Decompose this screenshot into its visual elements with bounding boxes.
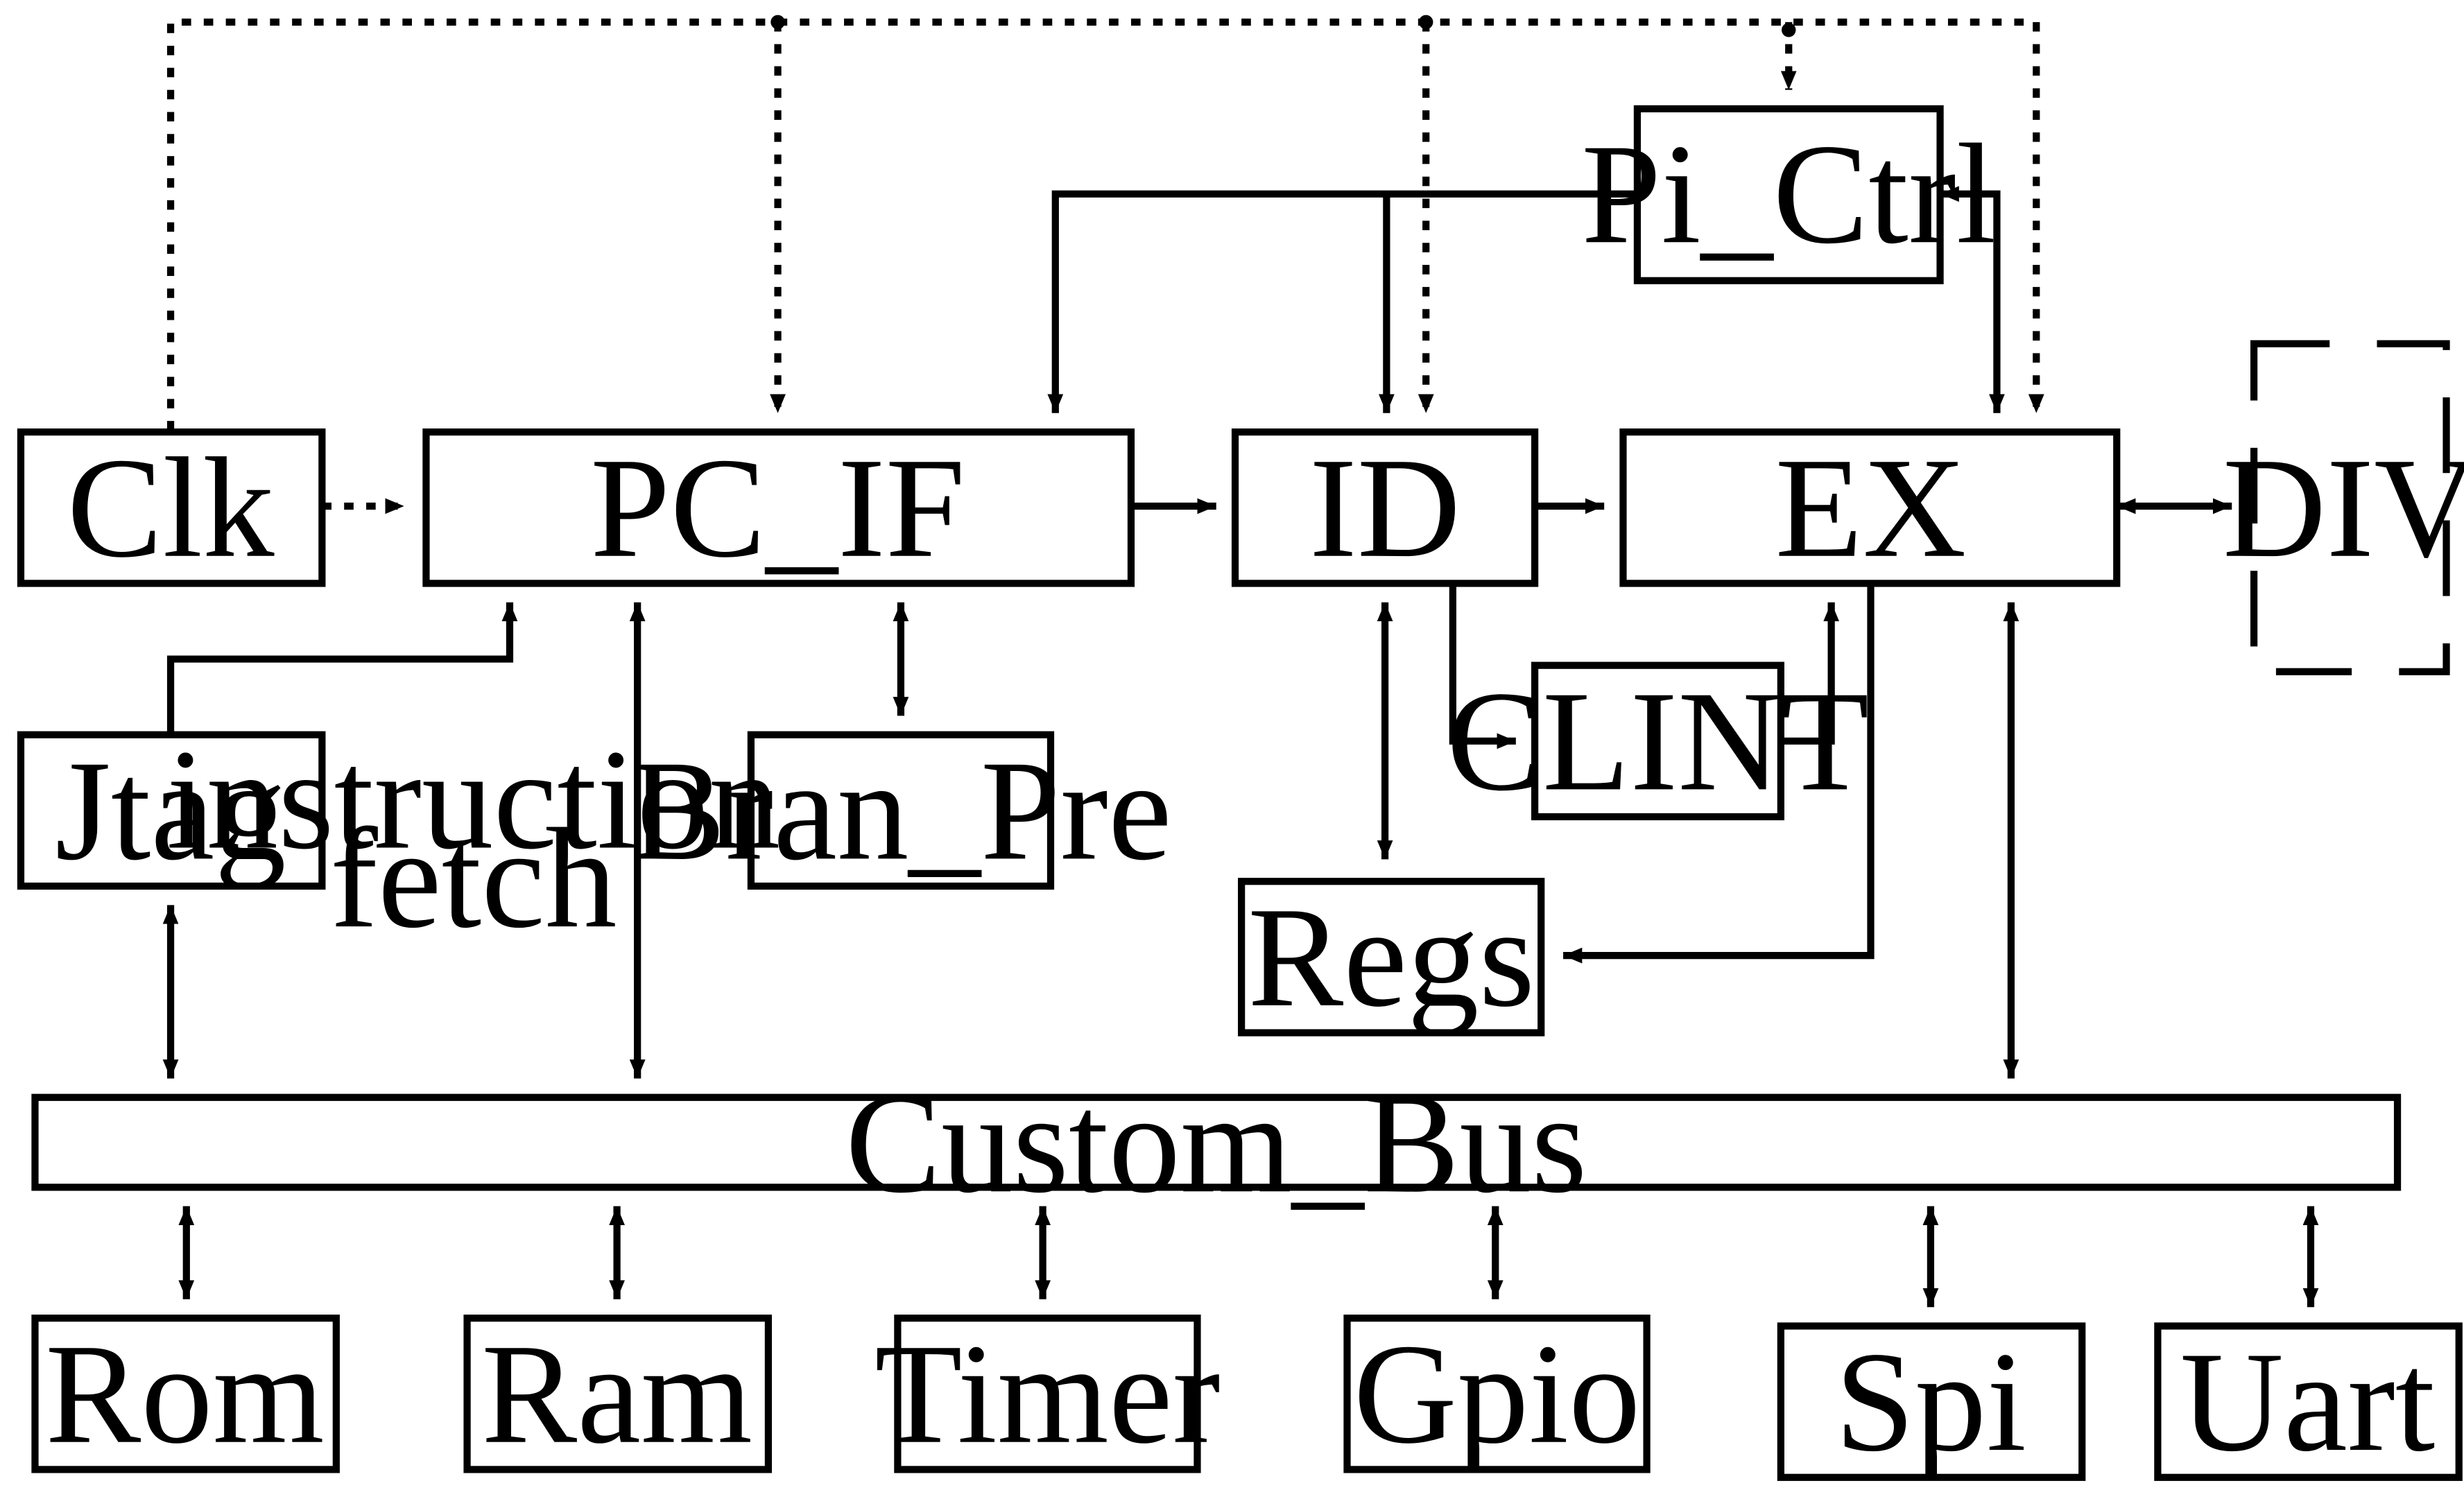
- block-clk: Clk: [17, 428, 326, 587]
- instruction-fetch-annotation: instruction fetch: [166, 720, 780, 958]
- block-label: CLINT: [1447, 661, 1869, 820]
- pi-ctrl-wires: [1047, 186, 2005, 413]
- block-label: Gpio: [1354, 1315, 1641, 1473]
- block-label: PC_IF: [590, 428, 965, 587]
- peripheral-wires: [178, 1206, 2319, 1308]
- block-clint: CLINT: [1447, 661, 1869, 820]
- block-label: DIV: [2223, 428, 2464, 587]
- block-label: EX: [1775, 428, 1967, 587]
- block-label: Pi_Ctrl: [1581, 114, 1996, 273]
- block-jtag: Jtag: [17, 731, 326, 890]
- block-label: Regs: [1248, 878, 1535, 1037]
- block-id: ID: [1231, 428, 1539, 587]
- core-wires: [162, 583, 2019, 1079]
- block-label: Clk: [67, 428, 275, 587]
- block-label: Spi: [1835, 1322, 2026, 1481]
- block-ex: EX: [1619, 428, 2121, 587]
- block-pc-if: PC_IF: [422, 428, 1135, 587]
- block-label: Rom: [45, 1315, 324, 1473]
- block-timer: Timer: [875, 1315, 1220, 1473]
- clock-lines: [166, 15, 2044, 514]
- block-label: Custom_Bus: [845, 1064, 1587, 1222]
- block-gpio: Gpio: [1343, 1315, 1651, 1473]
- block-label: Jtag: [55, 731, 286, 890]
- block-pi-ctrl: Pi_Ctrl: [1581, 105, 1996, 284]
- block-bran-pre: Bran_Pre: [630, 731, 1172, 890]
- annotation-line-1: instruction: [166, 720, 780, 878]
- block-label: Uart: [2180, 1322, 2436, 1481]
- block-label: Timer: [875, 1315, 1220, 1473]
- block-uart: Uart: [2154, 1322, 2463, 1481]
- block-regs: Regs: [1238, 878, 1545, 1037]
- block-spi: Spi: [1777, 1322, 2086, 1481]
- block-custom-bus: Custom_Bus: [31, 1064, 2402, 1222]
- annotation-line-2: fetch: [330, 799, 617, 958]
- block-ram: Ram: [463, 1315, 773, 1473]
- block-rom: Rom: [31, 1315, 340, 1473]
- block-div: DIV: [2223, 340, 2464, 675]
- block-label: Ram: [481, 1315, 752, 1473]
- block-label: Bran_Pre: [630, 731, 1172, 890]
- block-label: ID: [1309, 428, 1461, 587]
